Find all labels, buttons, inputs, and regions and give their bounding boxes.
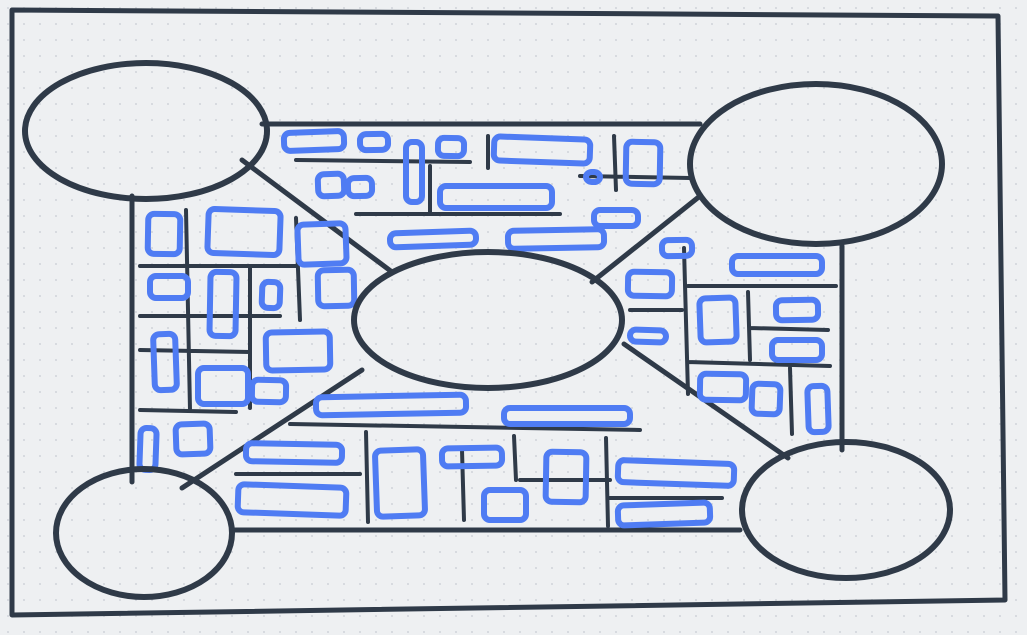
furniture-block[interactable]: [501, 405, 633, 427]
furniture-block[interactable]: [144, 210, 184, 258]
furniture-block[interactable]: [627, 326, 669, 346]
furniture-block[interactable]: [204, 205, 284, 259]
furniture-block[interactable]: [748, 380, 784, 418]
furniture-block[interactable]: [242, 440, 346, 466]
furniture-block[interactable]: [438, 444, 506, 470]
furniture-block[interactable]: [434, 134, 468, 160]
furniture-block[interactable]: [696, 294, 740, 346]
corridor-line: [179, 367, 365, 491]
corridor-line: [239, 157, 395, 275]
furniture-block[interactable]: [314, 266, 358, 310]
furniture-block[interactable]: [729, 253, 825, 277]
zone-ellipse-top-right[interactable]: [687, 81, 945, 247]
wall: [234, 422, 724, 528]
furniture-block[interactable]: [696, 370, 750, 404]
furniture-block[interactable]: [542, 448, 590, 506]
furniture-block[interactable]: [386, 227, 480, 251]
furniture-block[interactable]: [583, 168, 603, 186]
zone-ellipses: [22, 60, 953, 600]
room-walls: [138, 134, 838, 528]
furniture-block[interactable]: [504, 226, 608, 252]
furniture-block[interactable]: [258, 278, 284, 312]
furniture-block[interactable]: [147, 273, 191, 301]
furniture-block[interactable]: [591, 207, 641, 229]
corridor-line: [589, 193, 703, 285]
furniture-block[interactable]: [344, 174, 376, 200]
furniture-block[interactable]: [172, 420, 214, 458]
furniture-block[interactable]: [622, 138, 664, 188]
furniture-block[interactable]: [481, 487, 529, 523]
furniture-block[interactable]: [356, 130, 392, 154]
furniture-block[interactable]: [195, 365, 251, 407]
furniture-block[interactable]: [314, 170, 348, 200]
furniture-block[interactable]: [614, 499, 714, 529]
wall: [294, 134, 692, 216]
furniture-block[interactable]: [312, 391, 470, 419]
zone-ellipse-top-left[interactable]: [22, 60, 270, 202]
furniture-block[interactable]: [614, 457, 738, 489]
furniture-marks: [136, 128, 832, 529]
furniture-block[interactable]: [206, 268, 240, 340]
furniture-block[interactable]: [772, 296, 822, 324]
furniture-block[interactable]: [262, 328, 334, 374]
wall: [628, 246, 838, 436]
furniture-block[interactable]: [150, 330, 180, 394]
furniture-block[interactable]: [658, 236, 696, 260]
furniture-block[interactable]: [136, 424, 160, 474]
furniture-block[interactable]: [490, 133, 594, 167]
zone-ellipse-bottom-right[interactable]: [739, 439, 953, 581]
corridor-lines: [179, 157, 791, 491]
zone-ellipse-bottom-left[interactable]: [53, 466, 235, 600]
furniture-block[interactable]: [234, 481, 350, 519]
zone-ellipse-center[interactable]: [351, 249, 625, 391]
furniture-block[interactable]: [403, 139, 425, 205]
furniture-block[interactable]: [280, 128, 348, 154]
furniture-block[interactable]: [769, 337, 825, 363]
furniture-block[interactable]: [248, 376, 290, 406]
furniture-block[interactable]: [804, 382, 832, 436]
furniture-block[interactable]: [294, 220, 350, 268]
building-outline: [129, 121, 845, 533]
furniture-block[interactable]: [624, 268, 676, 300]
furniture-block[interactable]: [372, 446, 428, 520]
outer-frame: [9, 7, 1008, 618]
furniture-block[interactable]: [437, 183, 555, 211]
